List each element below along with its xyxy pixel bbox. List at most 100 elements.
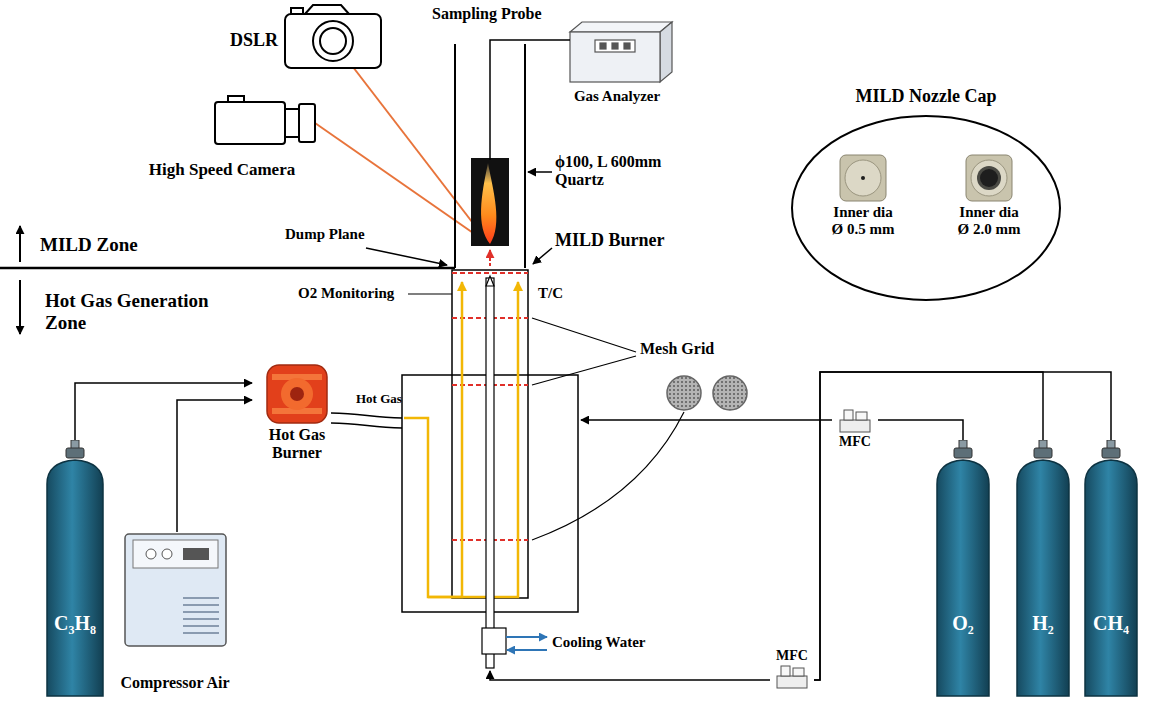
fuel-supply-line [490, 671, 770, 680]
dimension-label-box: ϕ100, L 600mm Quartz [555, 153, 669, 190]
camera-top [305, 5, 349, 14]
zone-label-box: Hot Gas Generation Zone [45, 290, 235, 334]
nozzle-cap-outline [790, 114, 1062, 302]
gas-analyzer [570, 22, 672, 82]
part-label-box: O2 Monitoring [298, 285, 394, 302]
flow-label-box: Hot Gas [356, 392, 402, 407]
node-text: Inner dia Ø 0.5 mm [828, 204, 898, 239]
zone-arrow [19, 226, 21, 262]
compressor-body [125, 534, 226, 646]
hot-gas-burner: Hot Gas Burner [252, 362, 342, 463]
cap-ring [977, 166, 1001, 190]
camera-lens [320, 28, 346, 54]
gas-cylinder [1015, 440, 1071, 698]
part-label: MILD Burner [555, 230, 665, 251]
leader-arrow [533, 248, 552, 264]
flame-photo [471, 158, 509, 246]
flame [481, 163, 496, 244]
cap-face [845, 160, 881, 196]
node-text: CH₄ [1083, 612, 1139, 635]
gas-cylinder-node: O₂ [935, 440, 991, 698]
part-label: Mesh Grid [640, 340, 714, 358]
analyzer-display [595, 40, 635, 52]
cap-face [971, 160, 1007, 196]
gas-cylinder-node: H₂ [1015, 440, 1071, 698]
node-text: Hot Gas Burner [252, 426, 342, 463]
analyzer-top [570, 22, 672, 32]
leader-line [408, 293, 452, 294]
display-digit [600, 43, 606, 49]
cooling-water-out [506, 636, 547, 638]
cylinder-body [937, 460, 989, 696]
camera-node: DSLR [230, 30, 278, 51]
zone-label: MILD Zone [40, 234, 138, 256]
burner-port [290, 387, 304, 401]
node-text: C₃H₈ [45, 612, 105, 635]
mfc-base [840, 420, 870, 432]
gas-cylinder [45, 440, 105, 698]
leader-line [532, 318, 636, 352]
compressor-panel [133, 540, 218, 568]
compressor-vent [183, 597, 219, 599]
node-text: H₂ [1015, 612, 1071, 635]
gas-cylinder-node: C₃H₈ [45, 440, 105, 698]
flow-label: Cooling Water [552, 634, 645, 651]
camera-lens [285, 109, 299, 137]
mfc-icon [775, 664, 809, 690]
fuel-nozzle-tip [486, 276, 494, 286]
flow-line [75, 383, 252, 440]
node-text: Gas Analyzer [574, 88, 660, 105]
compressor-icon [123, 532, 228, 648]
cylinder-body [1085, 460, 1137, 696]
burner-port [281, 378, 313, 410]
hot-gas-flow [428, 282, 518, 597]
flow-line [878, 420, 963, 440]
part-label-box: Dump Plane [285, 226, 365, 243]
leader-line [532, 356, 636, 385]
camera-body [215, 102, 285, 144]
camera-lens [299, 104, 315, 142]
compressor-node: Compressor Air [108, 532, 242, 692]
fuel-tube [486, 278, 494, 668]
flow-line [177, 400, 252, 532]
photo-frame [840, 155, 886, 201]
cooling-jacket [482, 628, 506, 654]
compressor-knob [162, 549, 172, 559]
mfc-head [844, 410, 853, 420]
dslr-camera [285, 5, 381, 68]
cylinder-valve [1102, 448, 1120, 458]
leader-line [532, 412, 684, 540]
mesh-grid-line [452, 272, 528, 274]
zone-arrow [19, 280, 21, 334]
sight-line [315, 123, 489, 244]
part-label: T/C [538, 285, 563, 302]
high-speed-camera [215, 96, 315, 144]
hot-gas-line [331, 423, 402, 428]
display-digit [624, 43, 630, 49]
nozzle-cap-ellipse: MILD Nozzle CapInner dia Ø 0.5 mmInner d… [790, 86, 1062, 302]
cooling-water-in [507, 649, 547, 651]
quartz-wall [524, 44, 526, 268]
mfc-head [781, 666, 790, 676]
nozzle-photo-node: Inner dia Ø 0.5 mm [828, 154, 898, 239]
gas-cylinder [1083, 440, 1139, 698]
node-text: MFC [770, 648, 814, 664]
compressor-vent [183, 625, 219, 627]
node-text: MFC [832, 434, 878, 450]
analyzer-node: Gas Analyzer [574, 88, 660, 105]
sampling-probe-line [490, 40, 570, 160]
jet-arrow [489, 250, 491, 266]
mfc-node: MFC [832, 408, 878, 450]
nozzle-cap-photo [965, 154, 1013, 202]
node-text: O₂ [935, 612, 991, 635]
burner-shell [267, 365, 327, 423]
dimension-label: ϕ100, L 600mm Quartz [555, 153, 669, 190]
leader-arrow [528, 171, 552, 173]
flow-label: Hot Gas [356, 392, 402, 407]
mesh-photo [713, 376, 747, 410]
zone-label-box: MILD Zone [40, 234, 138, 256]
part-label: O2 Monitoring [298, 285, 394, 302]
camera-node: High Speed Camera [149, 160, 295, 180]
compressor-vent [183, 604, 219, 606]
